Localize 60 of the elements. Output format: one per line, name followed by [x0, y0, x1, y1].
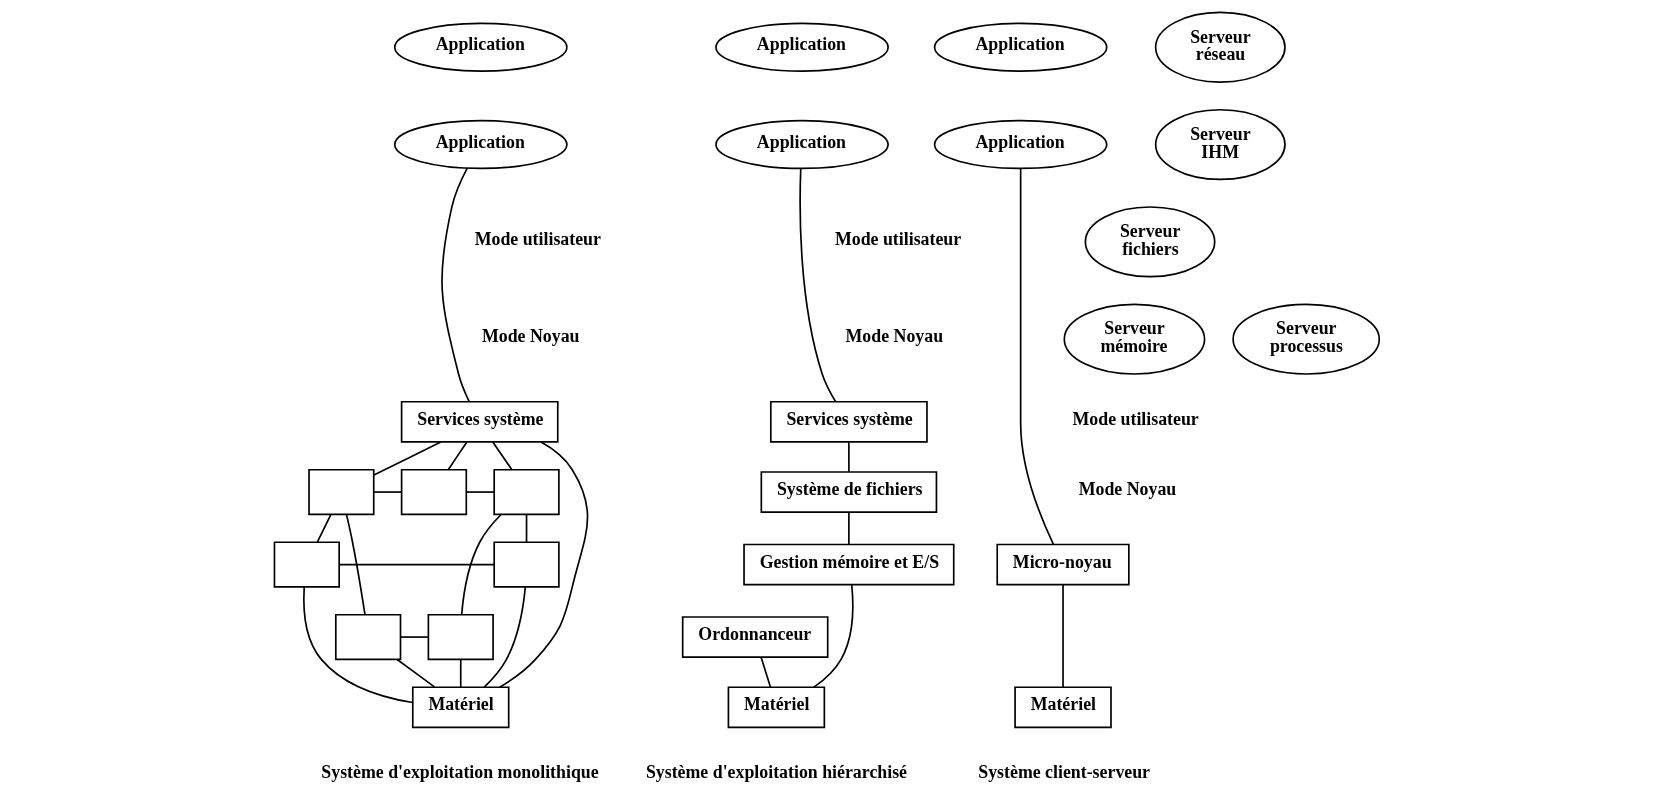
- node-box: Système de fichiers: [760, 471, 937, 513]
- connector: [302, 586, 413, 704]
- label: Mode utilisateur: [474, 228, 601, 249]
- node-box: [307, 468, 375, 516]
- connector: [315, 513, 332, 543]
- label: Mode utilisateur: [834, 228, 961, 249]
- node-box: Services système: [769, 400, 928, 443]
- node-box: Services système: [400, 400, 559, 443]
- connector: [812, 584, 854, 688]
- connector: [847, 441, 850, 473]
- label: Mode utilisateur: [1072, 408, 1199, 429]
- node-ellipse: Serveur réseau: [1154, 11, 1286, 83]
- connector: [399, 636, 429, 638]
- connector: [440, 167, 470, 403]
- label: Mode Noyau: [481, 326, 579, 347]
- connector: [798, 167, 836, 403]
- node-box: Micro-noyau: [995, 543, 1130, 586]
- connector: [1019, 167, 1054, 546]
- node-box: [400, 468, 467, 516]
- connector: [491, 441, 513, 471]
- node-ellipse: Application: [933, 119, 1108, 170]
- node-box: [492, 468, 560, 516]
- connector: [345, 513, 366, 616]
- node-ellipse: Application: [393, 119, 568, 170]
- node-ellipse: Application: [714, 22, 889, 72]
- connector: [396, 658, 436, 688]
- connector: [459, 658, 462, 688]
- connector: [447, 441, 468, 471]
- node-box: Ordonnanceur: [681, 616, 829, 658]
- node-box: [273, 541, 340, 588]
- connector: [847, 511, 850, 546]
- node-box: Matériel: [727, 686, 825, 729]
- label: Mode Noyau: [1078, 479, 1176, 500]
- node-ellipse: Application: [714, 119, 889, 170]
- connector: [338, 563, 495, 566]
- connector: [483, 586, 526, 688]
- label: Mode Noyau: [845, 326, 943, 347]
- node-ellipse: Serveur processus: [1231, 303, 1380, 375]
- node-box: Matériel: [411, 686, 510, 729]
- label: Système client-serveur: [977, 762, 1150, 783]
- connector: [465, 491, 495, 493]
- node-box: Gestion mémoire et E/S: [742, 543, 955, 586]
- node-box: [492, 541, 560, 588]
- node-box: [334, 613, 401, 661]
- connector: [498, 441, 588, 688]
- connector: [1061, 584, 1064, 689]
- connector: [759, 656, 771, 688]
- node-ellipse: Application: [393, 22, 568, 72]
- connector: [460, 513, 502, 616]
- connector: [525, 513, 527, 543]
- node-ellipse: Serveur fichiers: [1084, 206, 1216, 278]
- connector: [372, 491, 402, 493]
- node-ellipse: Application: [933, 22, 1108, 72]
- label: Système d'exploitation monolithique: [320, 762, 599, 783]
- node-ellipse: Serveur mémoire: [1062, 303, 1205, 375]
- node-box: [427, 613, 494, 661]
- node-box: Matériel: [1013, 686, 1112, 729]
- label: Système d'exploitation hiérarchisé: [645, 762, 907, 783]
- connector: [372, 441, 442, 476]
- node-ellipse: Serveur IHM: [1154, 108, 1286, 181]
